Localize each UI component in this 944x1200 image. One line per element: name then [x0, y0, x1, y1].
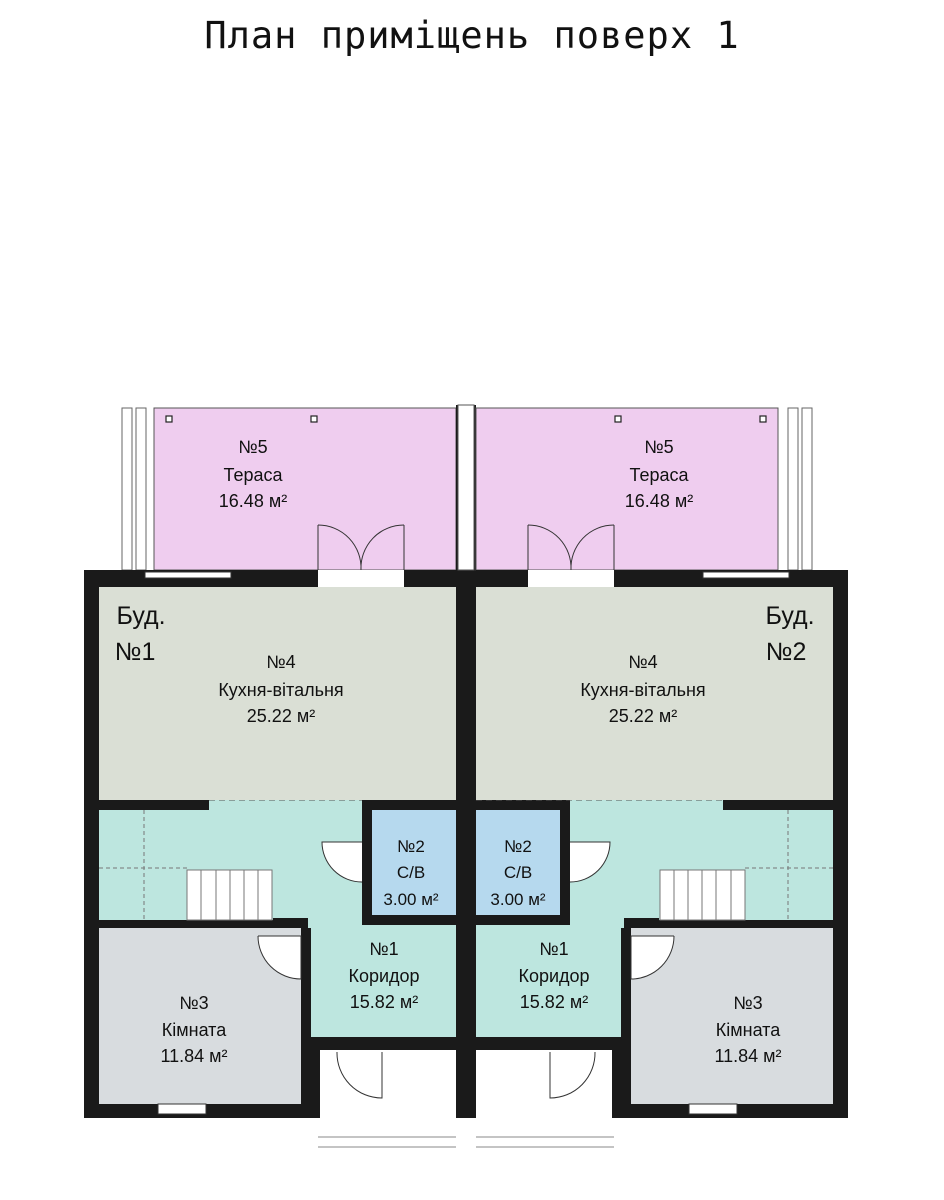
- stairs-1-steps: [99, 810, 273, 921]
- corridor-2-name: Коридор: [518, 966, 589, 986]
- terrace-1-name: Тераса: [223, 465, 283, 485]
- bathroom-1-name: С/В: [397, 863, 425, 882]
- corridor-1-area: 15.82 м²: [350, 992, 418, 1012]
- terrace-1-posts: [165, 415, 318, 423]
- terrace-2-posts: [614, 415, 767, 423]
- terrace-2-floor: [475, 407, 779, 571]
- room-2-walls: [624, 918, 840, 928]
- room-1-wall-right: [301, 928, 311, 1104]
- corridor-2-num: №1: [539, 939, 568, 959]
- room-2-name: Кімната: [716, 1020, 781, 1040]
- terrace-1-floor: [153, 407, 457, 571]
- building-1: [84, 407, 457, 1148]
- corridor-1-name: Коридор: [348, 966, 419, 986]
- bathroom-2-floor: [476, 810, 560, 915]
- room-1-name: Кімната: [162, 1020, 227, 1040]
- wall-1a: [99, 800, 209, 810]
- bathroom-1-door: [321, 841, 363, 883]
- building-2-label-line1: Буд.: [765, 602, 814, 630]
- bathroom-2-num: №2: [504, 837, 532, 856]
- bathroom-1-num: №2: [397, 837, 425, 856]
- terrace-2-area: 16.48 м²: [625, 491, 693, 511]
- wall-2a: [723, 800, 833, 810]
- kitchen-2-name: Кухня-вітальня: [580, 680, 705, 700]
- terrace-1-num: №5: [238, 437, 267, 457]
- bathroom-2-area: 3.00 м²: [490, 890, 545, 909]
- entrance-2-floor: [476, 1050, 544, 1118]
- labels-building-1: Буд. №1 №5 Тераса 16.48 м² №4 Кухня-віта…: [115, 437, 439, 1066]
- kitchen-1-name: Кухня-вітальня: [218, 680, 343, 700]
- room-2-num: №3: [733, 993, 762, 1013]
- kitchen-1-area: 25.22 м²: [247, 706, 315, 726]
- terrace-1-railing: [121, 407, 147, 571]
- party-wall: [456, 405, 476, 1118]
- room-1-num: №3: [179, 993, 208, 1013]
- bathroom-2-name: С/В: [504, 863, 532, 882]
- building-2: [475, 407, 848, 1148]
- terrace-2-name: Тераса: [629, 465, 689, 485]
- bathroom-1-area: 3.00 м²: [383, 890, 438, 909]
- room-2-door: [630, 935, 675, 980]
- kitchen-2-area: 25.22 м²: [609, 706, 677, 726]
- stairs-2-steps: [659, 810, 833, 921]
- building-1-label-line1: Буд.: [116, 602, 165, 630]
- kitchen-1-num: №4: [266, 652, 295, 672]
- terrace-2-num: №5: [644, 437, 673, 457]
- corridor-1-lower: [308, 925, 456, 1037]
- terrace-2-railing: [787, 407, 813, 571]
- kitchen-2-floor: [476, 587, 833, 800]
- bathroom-1-floor: [372, 810, 456, 915]
- plan-title: План приміщень поверх 1: [204, 14, 740, 57]
- room-2-area: 11.84 м²: [714, 1046, 781, 1066]
- entrance-2-door: [549, 1051, 596, 1099]
- entrance-1-door: [336, 1051, 383, 1099]
- kitchen-2-num: №4: [628, 652, 657, 672]
- terrace-1-area: 16.48 м²: [219, 491, 287, 511]
- corridor-1-num: №1: [369, 939, 398, 959]
- labels-building-2: Буд. №2 №5 Тераса 16.48 м² №4 Кухня-віта…: [490, 437, 814, 1066]
- bathroom-2-door: [569, 841, 611, 883]
- room-1-walls: [92, 918, 308, 928]
- corridor-2-area: 15.82 м²: [520, 992, 588, 1012]
- terrace-2-doors: [527, 524, 790, 587]
- room-1-door: [257, 935, 302, 980]
- building-2-label-line2: №2: [766, 638, 807, 666]
- terrace-1-doors: [144, 524, 405, 587]
- room-1-area: 11.84 м²: [160, 1046, 227, 1066]
- building-1-label-line2: №1: [115, 638, 156, 666]
- room-2-wall-left: [621, 928, 631, 1104]
